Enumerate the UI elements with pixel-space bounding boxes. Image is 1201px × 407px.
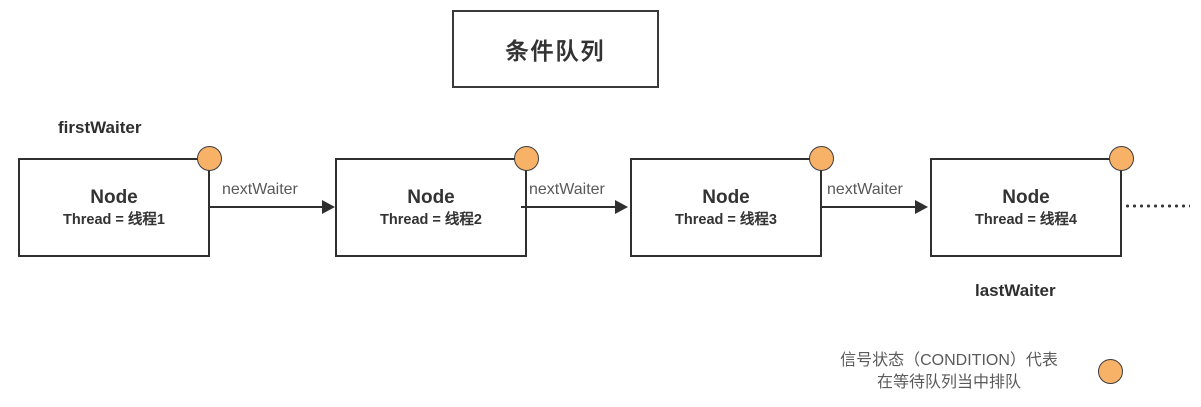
next-waiter-arrow-line-2 — [521, 206, 618, 208]
condition-state-dot-icon-3 — [809, 146, 834, 171]
condition-state-dot-icon-2 — [514, 146, 539, 171]
node-title-4: Node — [1002, 186, 1050, 208]
diagram-title-box: 条件队列 — [452, 10, 659, 88]
node-box-2: Node Thread = 线程2 — [335, 158, 527, 257]
last-waiter-label: lastWaiter — [975, 281, 1056, 300]
next-waiter-arrow-label-2: nextWaiter — [529, 181, 605, 198]
legend-line-1: 信号状态（CONDITION）代表 — [840, 352, 1058, 369]
next-waiter-arrow-label-1: nextWaiter — [222, 181, 298, 198]
queue-continuation-dots — [1124, 204, 1190, 208]
next-waiter-arrow-head-1 — [322, 200, 335, 214]
next-waiter-arrow-line-1 — [210, 206, 325, 208]
condition-state-dot-icon-4 — [1109, 146, 1134, 171]
legend-text: 信号状态（CONDITION）代表 在等待队列当中排队 — [818, 350, 1080, 394]
node-thread-3: Thread = 线程3 — [675, 211, 777, 228]
first-waiter-label: firstWaiter — [58, 118, 142, 137]
node-title-1: Node — [90, 186, 138, 208]
next-waiter-arrow-head-3 — [915, 200, 928, 214]
node-title-2: Node — [407, 186, 455, 208]
next-waiter-arrow-line-3 — [820, 206, 918, 208]
node-title-3: Node — [702, 186, 750, 208]
condition-state-dot-icon-legend — [1098, 359, 1123, 384]
node-box-4: Node Thread = 线程4 — [930, 158, 1122, 257]
node-box-1: Node Thread = 线程1 — [18, 158, 210, 257]
node-thread-1: Thread = 线程1 — [63, 211, 165, 228]
node-thread-2: Thread = 线程2 — [380, 211, 482, 228]
node-thread-4: Thread = 线程4 — [975, 211, 1077, 228]
legend-line-2: 在等待队列当中排队 — [876, 374, 1021, 391]
legend: 信号状态（CONDITION）代表 在等待队列当中排队 — [818, 350, 1123, 398]
next-waiter-arrow-head-2 — [615, 200, 628, 214]
node-box-3: Node Thread = 线程3 — [630, 158, 822, 257]
condition-state-dot-icon-1 — [197, 146, 222, 171]
diagram-title: 条件队列 — [505, 38, 606, 64]
next-waiter-arrow-label-3: nextWaiter — [827, 181, 903, 198]
